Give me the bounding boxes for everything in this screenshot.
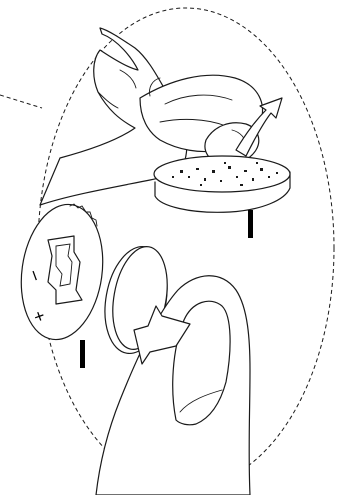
finger-marker-bar	[80, 340, 85, 368]
battery-coin	[154, 156, 290, 212]
detail-leader-line	[0, 95, 42, 108]
compartment-cover: I +	[13, 199, 111, 345]
battery-marker-bar	[248, 210, 253, 238]
